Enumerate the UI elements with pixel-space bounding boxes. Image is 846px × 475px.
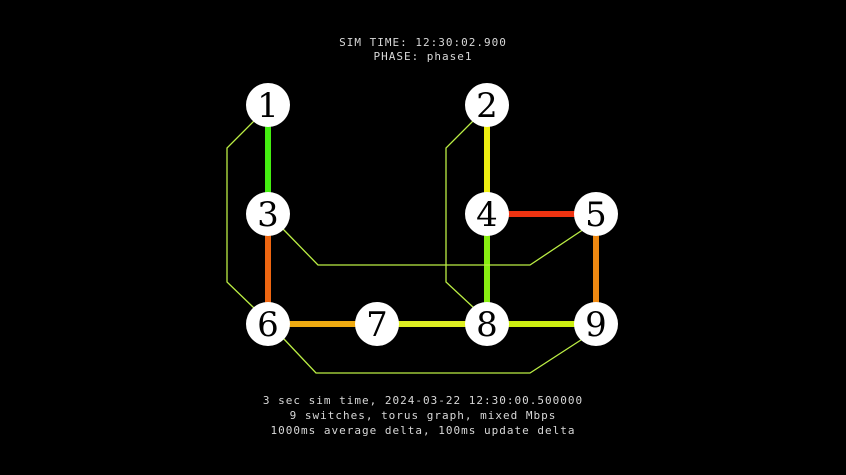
- footer-line-switches: 9 switches, torus graph, mixed Mbps: [289, 409, 557, 422]
- switch-node-8: 8: [465, 302, 509, 346]
- switch-node-9: 9: [574, 302, 618, 346]
- switch-node-2: 2: [465, 83, 509, 127]
- switch-node-4: 4: [465, 192, 509, 236]
- switch-node-circle: [465, 192, 509, 236]
- switch-node-circle: [246, 302, 290, 346]
- graph-nodes: 1 2 3 4 5 6 7 8 9: [246, 83, 618, 346]
- switch-node-circle: [246, 192, 290, 236]
- switch-node-label: 5: [585, 195, 607, 235]
- switch-node-6: 6: [246, 302, 290, 346]
- link-2-8: [445, 119, 475, 309]
- switch-node-label: 3: [257, 195, 279, 235]
- sim-header: SIM TIME: 12:30:02.900 PHASE: phase1: [0, 36, 846, 64]
- switch-node-circle: [465, 83, 509, 127]
- switch-node-1: 1: [246, 83, 290, 127]
- link-1-6: [226, 119, 256, 309]
- switch-node-label: 2: [476, 86, 498, 126]
- switch-node-label: 7: [366, 305, 388, 345]
- footer-line-deltas: 1000ms average delta, 100ms update delta: [270, 424, 576, 437]
- sim-footer: 3 sec sim time, 2024-03-22 12:30:00.5000…: [0, 393, 846, 438]
- switch-node-circle: [574, 302, 618, 346]
- switch-node-label: 1: [257, 86, 279, 126]
- switch-node-circle: [246, 83, 290, 127]
- switch-node-label: 9: [585, 305, 607, 345]
- switch-node-label: 6: [257, 305, 279, 345]
- footer-line-sim-time: 3 sec sim time, 2024-03-22 12:30:00.5000…: [262, 394, 584, 407]
- switch-node-label: 4: [476, 195, 498, 235]
- switch-node-5: 5: [574, 192, 618, 236]
- switch-node-circle: [465, 302, 509, 346]
- link-6-9: [282, 337, 585, 374]
- switch-node-circle: [355, 302, 399, 346]
- phase-label: PHASE: phase1: [373, 50, 473, 63]
- switch-node-label: 8: [476, 305, 498, 345]
- switch-node-circle: [574, 192, 618, 236]
- sim-time-label: SIM TIME: 12:30:02.900: [339, 36, 507, 49]
- switch-node-7: 7: [355, 302, 399, 346]
- link-3-5: [282, 228, 585, 266]
- switch-node-3: 3: [246, 192, 290, 236]
